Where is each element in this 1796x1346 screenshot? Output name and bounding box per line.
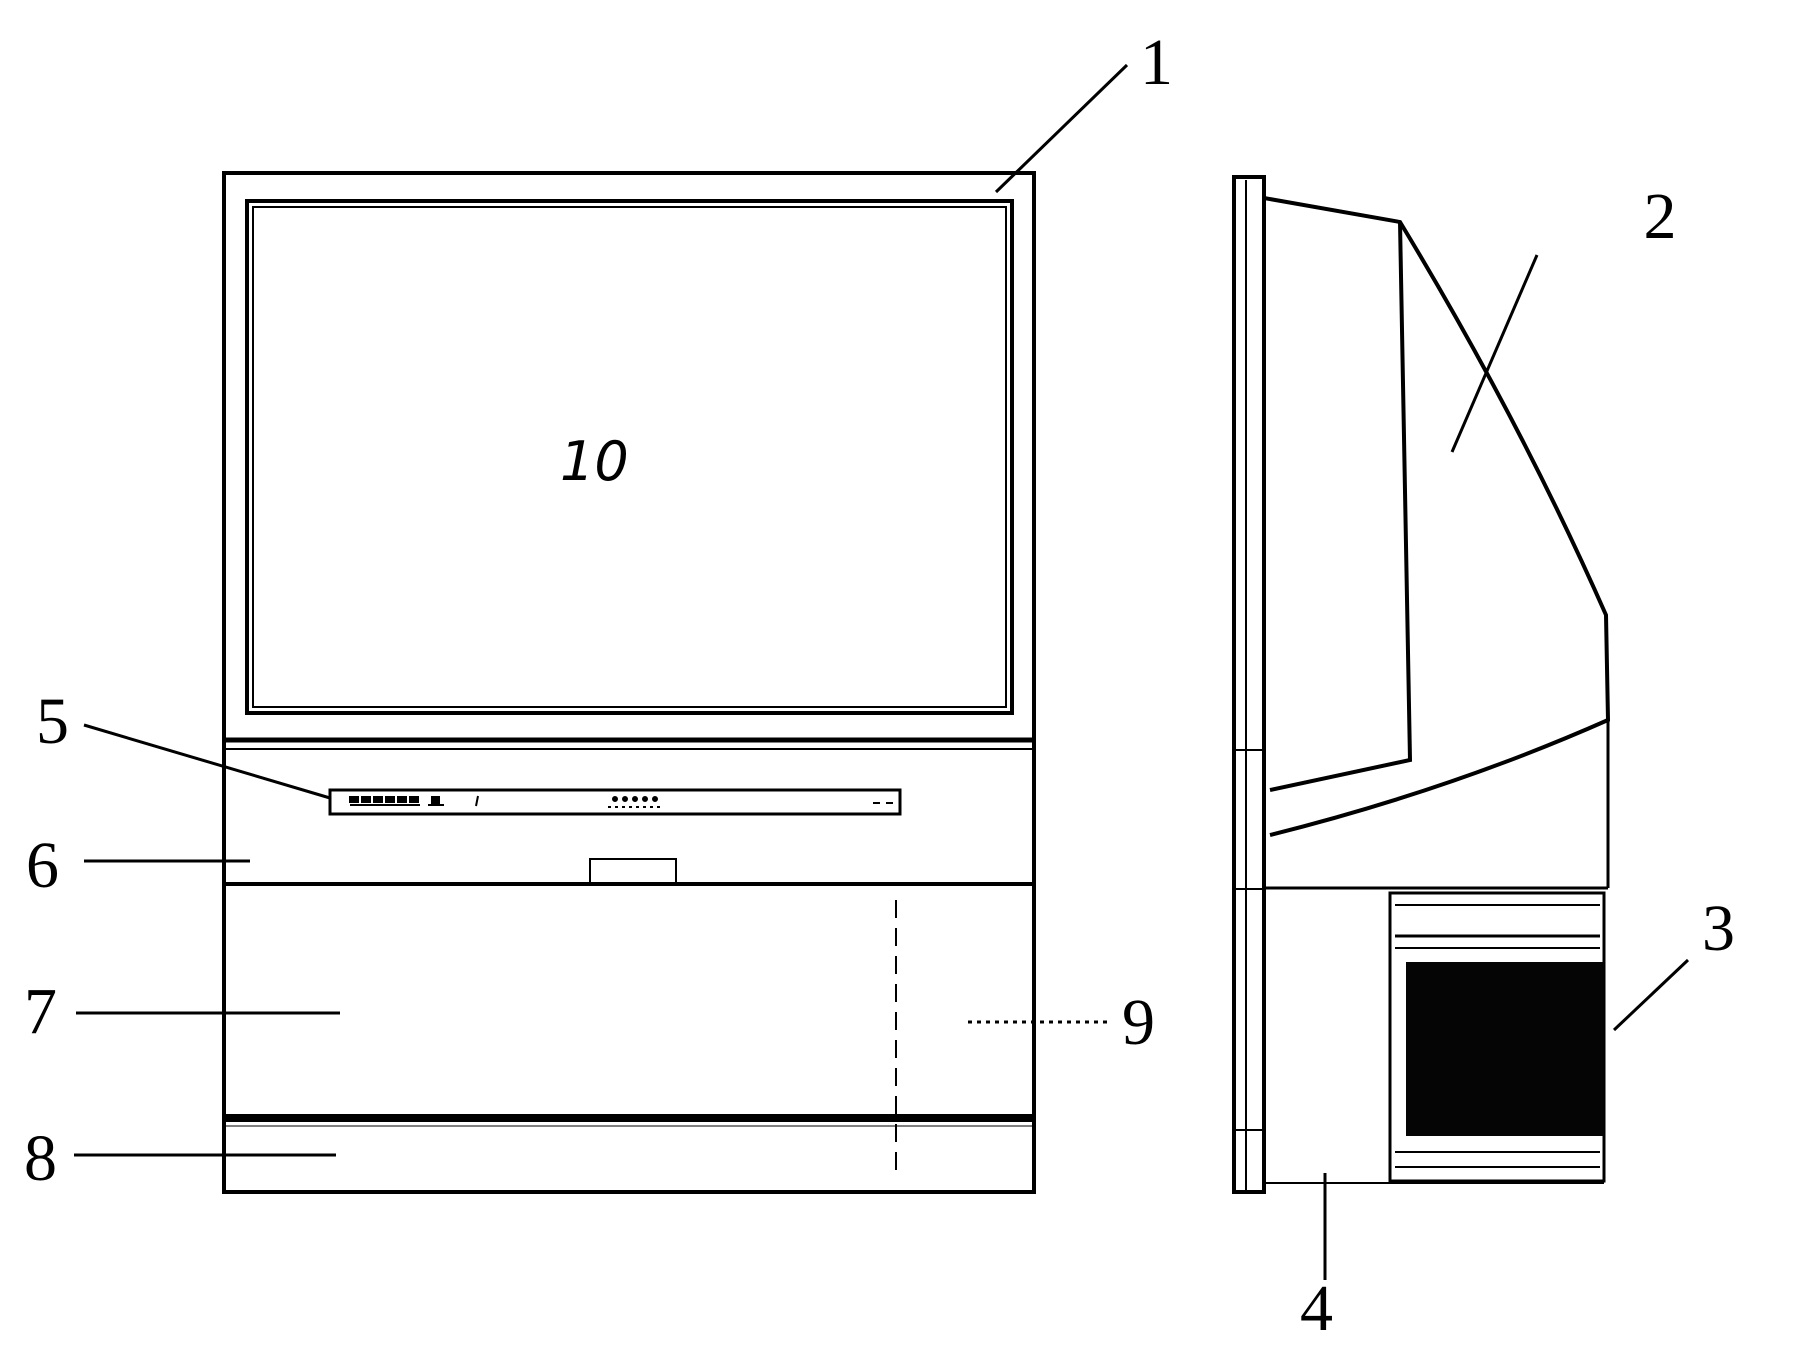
speaker-grille bbox=[1406, 962, 1604, 1136]
rear-housing-inner bbox=[1269, 221, 1413, 792]
label-9: 9 bbox=[1122, 986, 1155, 1059]
label-6: 6 bbox=[26, 829, 59, 902]
sensor-window bbox=[589, 858, 677, 883]
control-buttons bbox=[349, 795, 893, 808]
cabinet-frame bbox=[222, 171, 1036, 1194]
label-1: 1 bbox=[1140, 26, 1173, 99]
leader-5 bbox=[83, 723, 331, 800]
leader-lines bbox=[74, 63, 1690, 1280]
label-3: 3 bbox=[1702, 892, 1735, 965]
label-8: 8 bbox=[24, 1122, 57, 1195]
label-5: 5 bbox=[36, 685, 69, 758]
screen-inner-border bbox=[252, 206, 1007, 708]
leader-2 bbox=[1450, 254, 1539, 453]
label-7: 7 bbox=[24, 975, 57, 1048]
front-view bbox=[222, 171, 1036, 1194]
reference-numerals: 1 2 3 4 5 6 7 8 9 10 bbox=[24, 26, 1735, 1345]
screen-outer-border bbox=[245, 199, 1014, 715]
side-front-bezel bbox=[1232, 175, 1266, 1194]
label-10: 10 bbox=[560, 430, 629, 493]
control-panel-strip bbox=[328, 788, 902, 816]
leader-3 bbox=[1612, 958, 1690, 1032]
label-4: 4 bbox=[1300, 1272, 1333, 1345]
side-view bbox=[1232, 175, 1611, 1194]
leader-1 bbox=[994, 63, 1129, 194]
rear-housing-outline bbox=[1263, 196, 1611, 837]
label-2: 2 bbox=[1644, 180, 1677, 253]
